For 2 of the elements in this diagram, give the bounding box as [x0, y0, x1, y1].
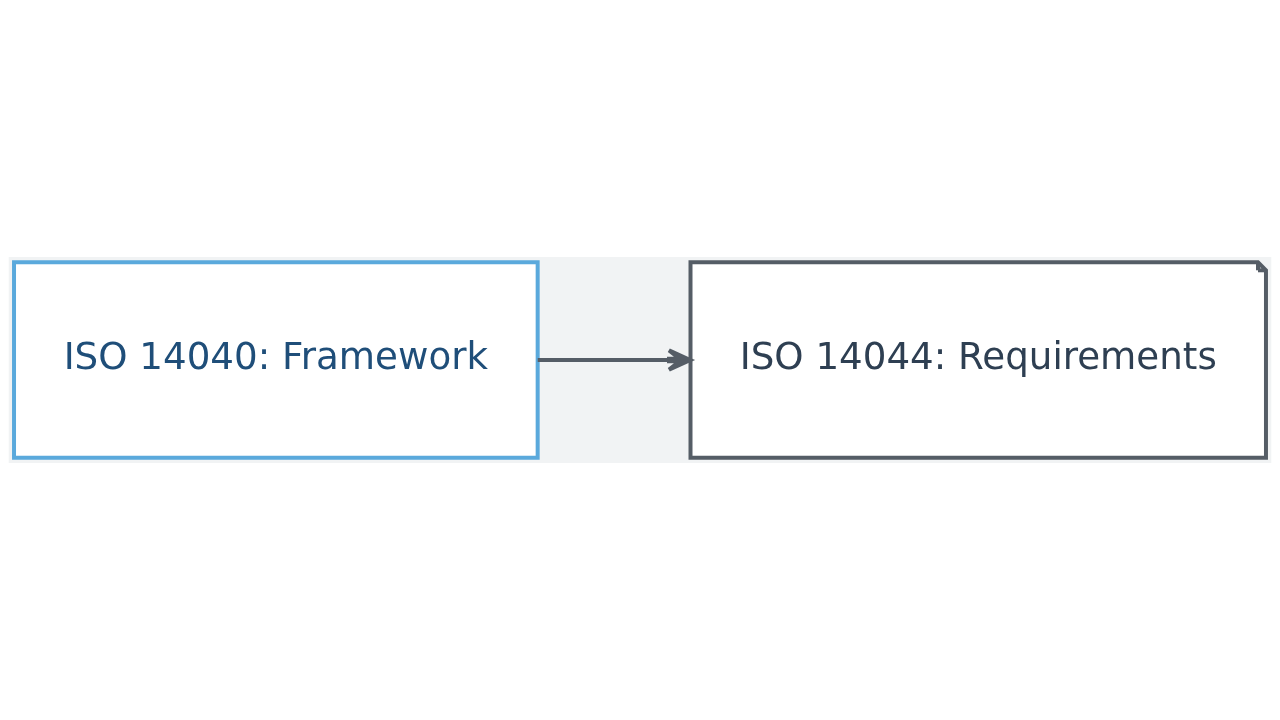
arrow — [537, 348, 693, 372]
node-box: ISO 14040: Framework — [12, 260, 540, 460]
